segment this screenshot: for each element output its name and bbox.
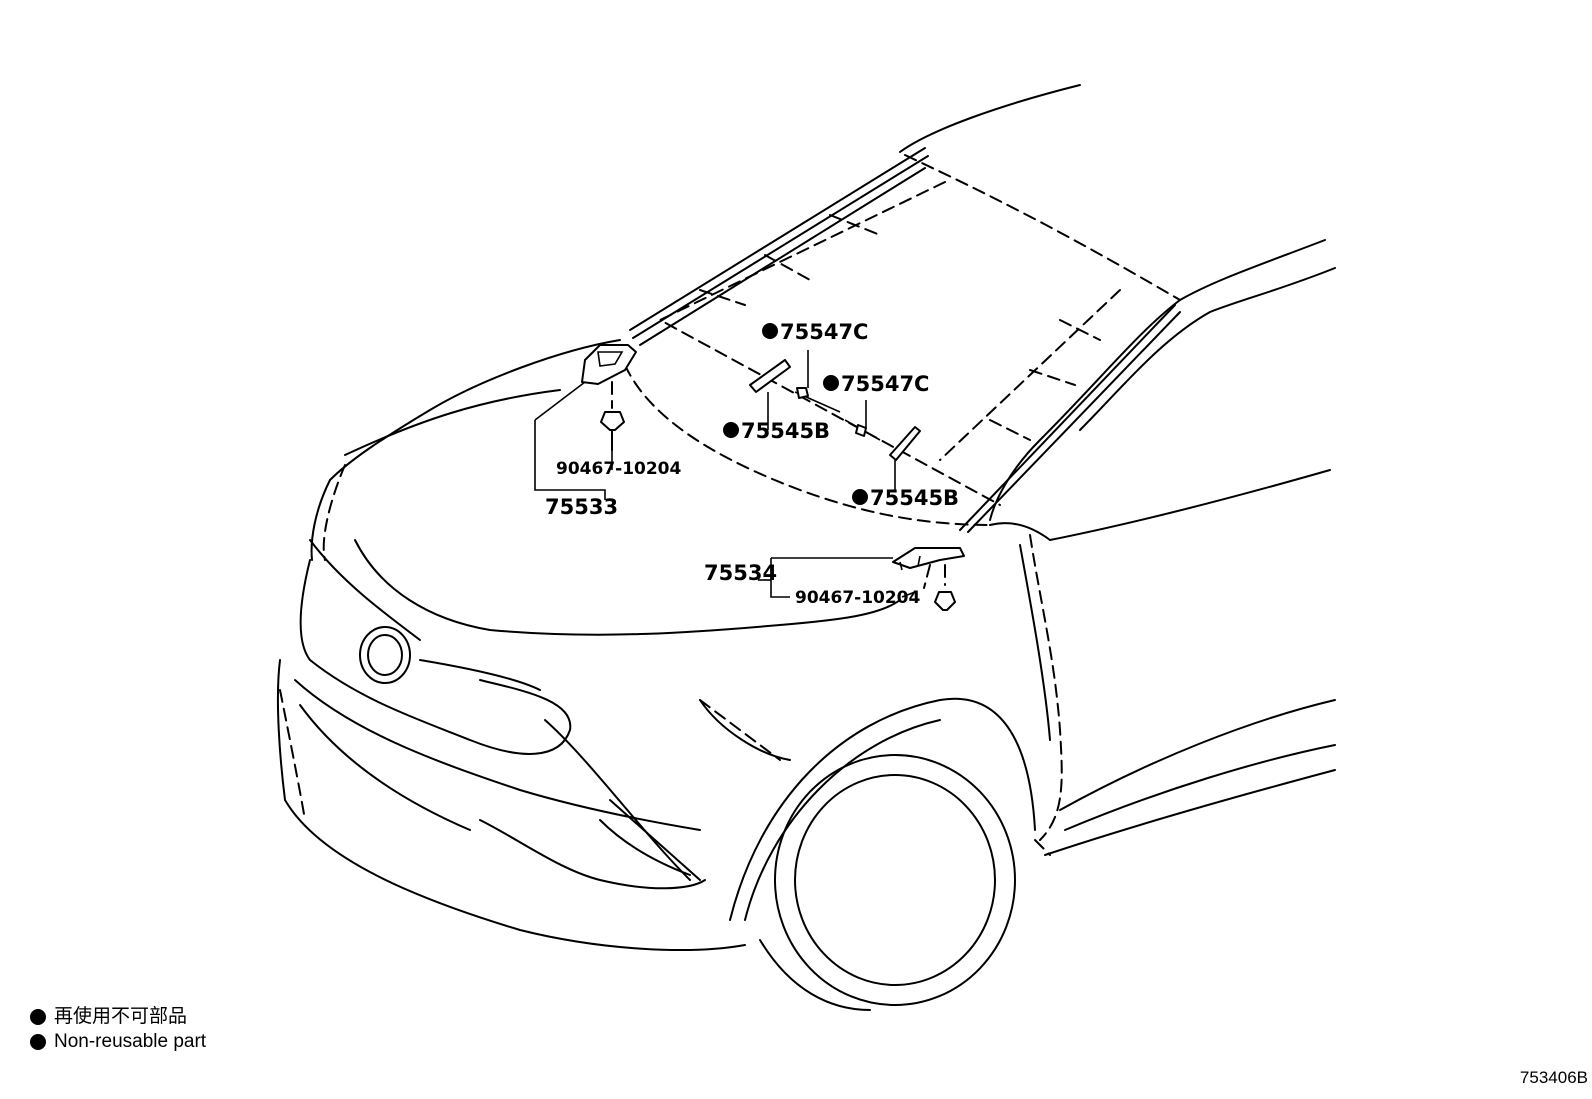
leader-lines <box>534 350 916 598</box>
legend: 再使用不可部品 Non-reusable part <box>30 1004 206 1054</box>
car-body-outline <box>276 84 1336 1011</box>
callout-labels: 75547C 75547C 75545B 75545B 90467-10204 … <box>545 320 959 608</box>
non-reusable-marker <box>852 489 868 505</box>
callout-90467-10204-right: 90467-10204 <box>795 588 921 608</box>
callout-75533: 75533 <box>545 495 618 519</box>
legend-row-jp: 再使用不可部品 <box>30 1004 206 1029</box>
non-reusable-marker <box>762 323 778 339</box>
bullet-icon <box>30 1008 46 1025</box>
bullet-icon <box>30 1033 46 1050</box>
callout-75545b-right: 75545B <box>870 486 959 510</box>
retainer-clips <box>749 359 921 461</box>
cowl-side-left-part <box>581 344 637 451</box>
non-reusable-marker <box>823 375 839 391</box>
callout-75547c-upper: 75547C <box>780 320 868 344</box>
callout-75547c-lower: 75547C <box>841 372 929 396</box>
callout-90467-10204-left: 90467-10204 <box>556 459 682 479</box>
non-reusable-marker <box>723 422 739 438</box>
figure-number: 753406B <box>1519 1068 1588 1087</box>
legend-row-en: Non-reusable part <box>30 1029 206 1054</box>
legend-text-en: Non-reusable part <box>54 1031 207 1052</box>
callout-75534: 75534 <box>704 561 777 585</box>
cowl-side-right-part <box>892 547 965 611</box>
callout-75545b-left: 75545B <box>741 419 830 443</box>
legend-text-jp: 再使用不可部品 <box>54 1006 188 1027</box>
